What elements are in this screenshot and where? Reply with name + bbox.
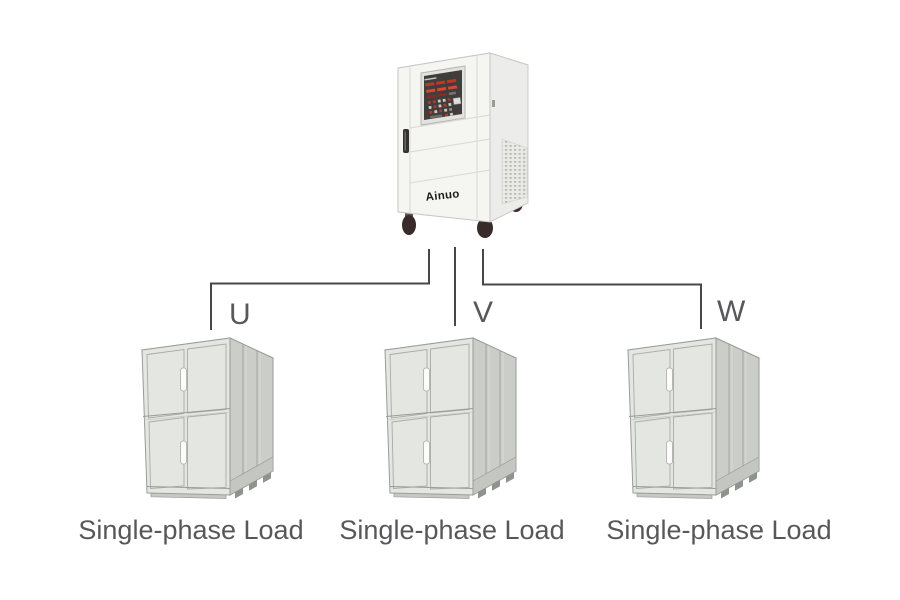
phase-label-u: U [229,298,251,331]
front-panel-seams [409,55,491,221]
power-source-unit: Ainuo [397,52,529,238]
button-grid [427,97,462,114]
load-cabinet-u [141,337,274,499]
control-panel [420,65,466,126]
load-caption-u: Single-phase Load [78,515,303,545]
load-caption-w: Single-phase Load [606,515,831,545]
brand-logo: Ainuo [425,188,460,203]
phase-label-w: W [717,295,746,328]
load-cabinet-w [627,337,760,499]
connector-line-u [210,249,430,330]
vent-grille [501,138,528,205]
load-caption-v: Single-phase Load [339,515,564,545]
phase-label-v: V [473,296,493,329]
load-cabinet-v [384,337,517,499]
hinge-mark [492,100,495,107]
connector-lines [210,247,702,330]
led-display-rows [425,78,458,99]
connector-line-w [482,249,702,329]
door-handle [403,129,409,153]
